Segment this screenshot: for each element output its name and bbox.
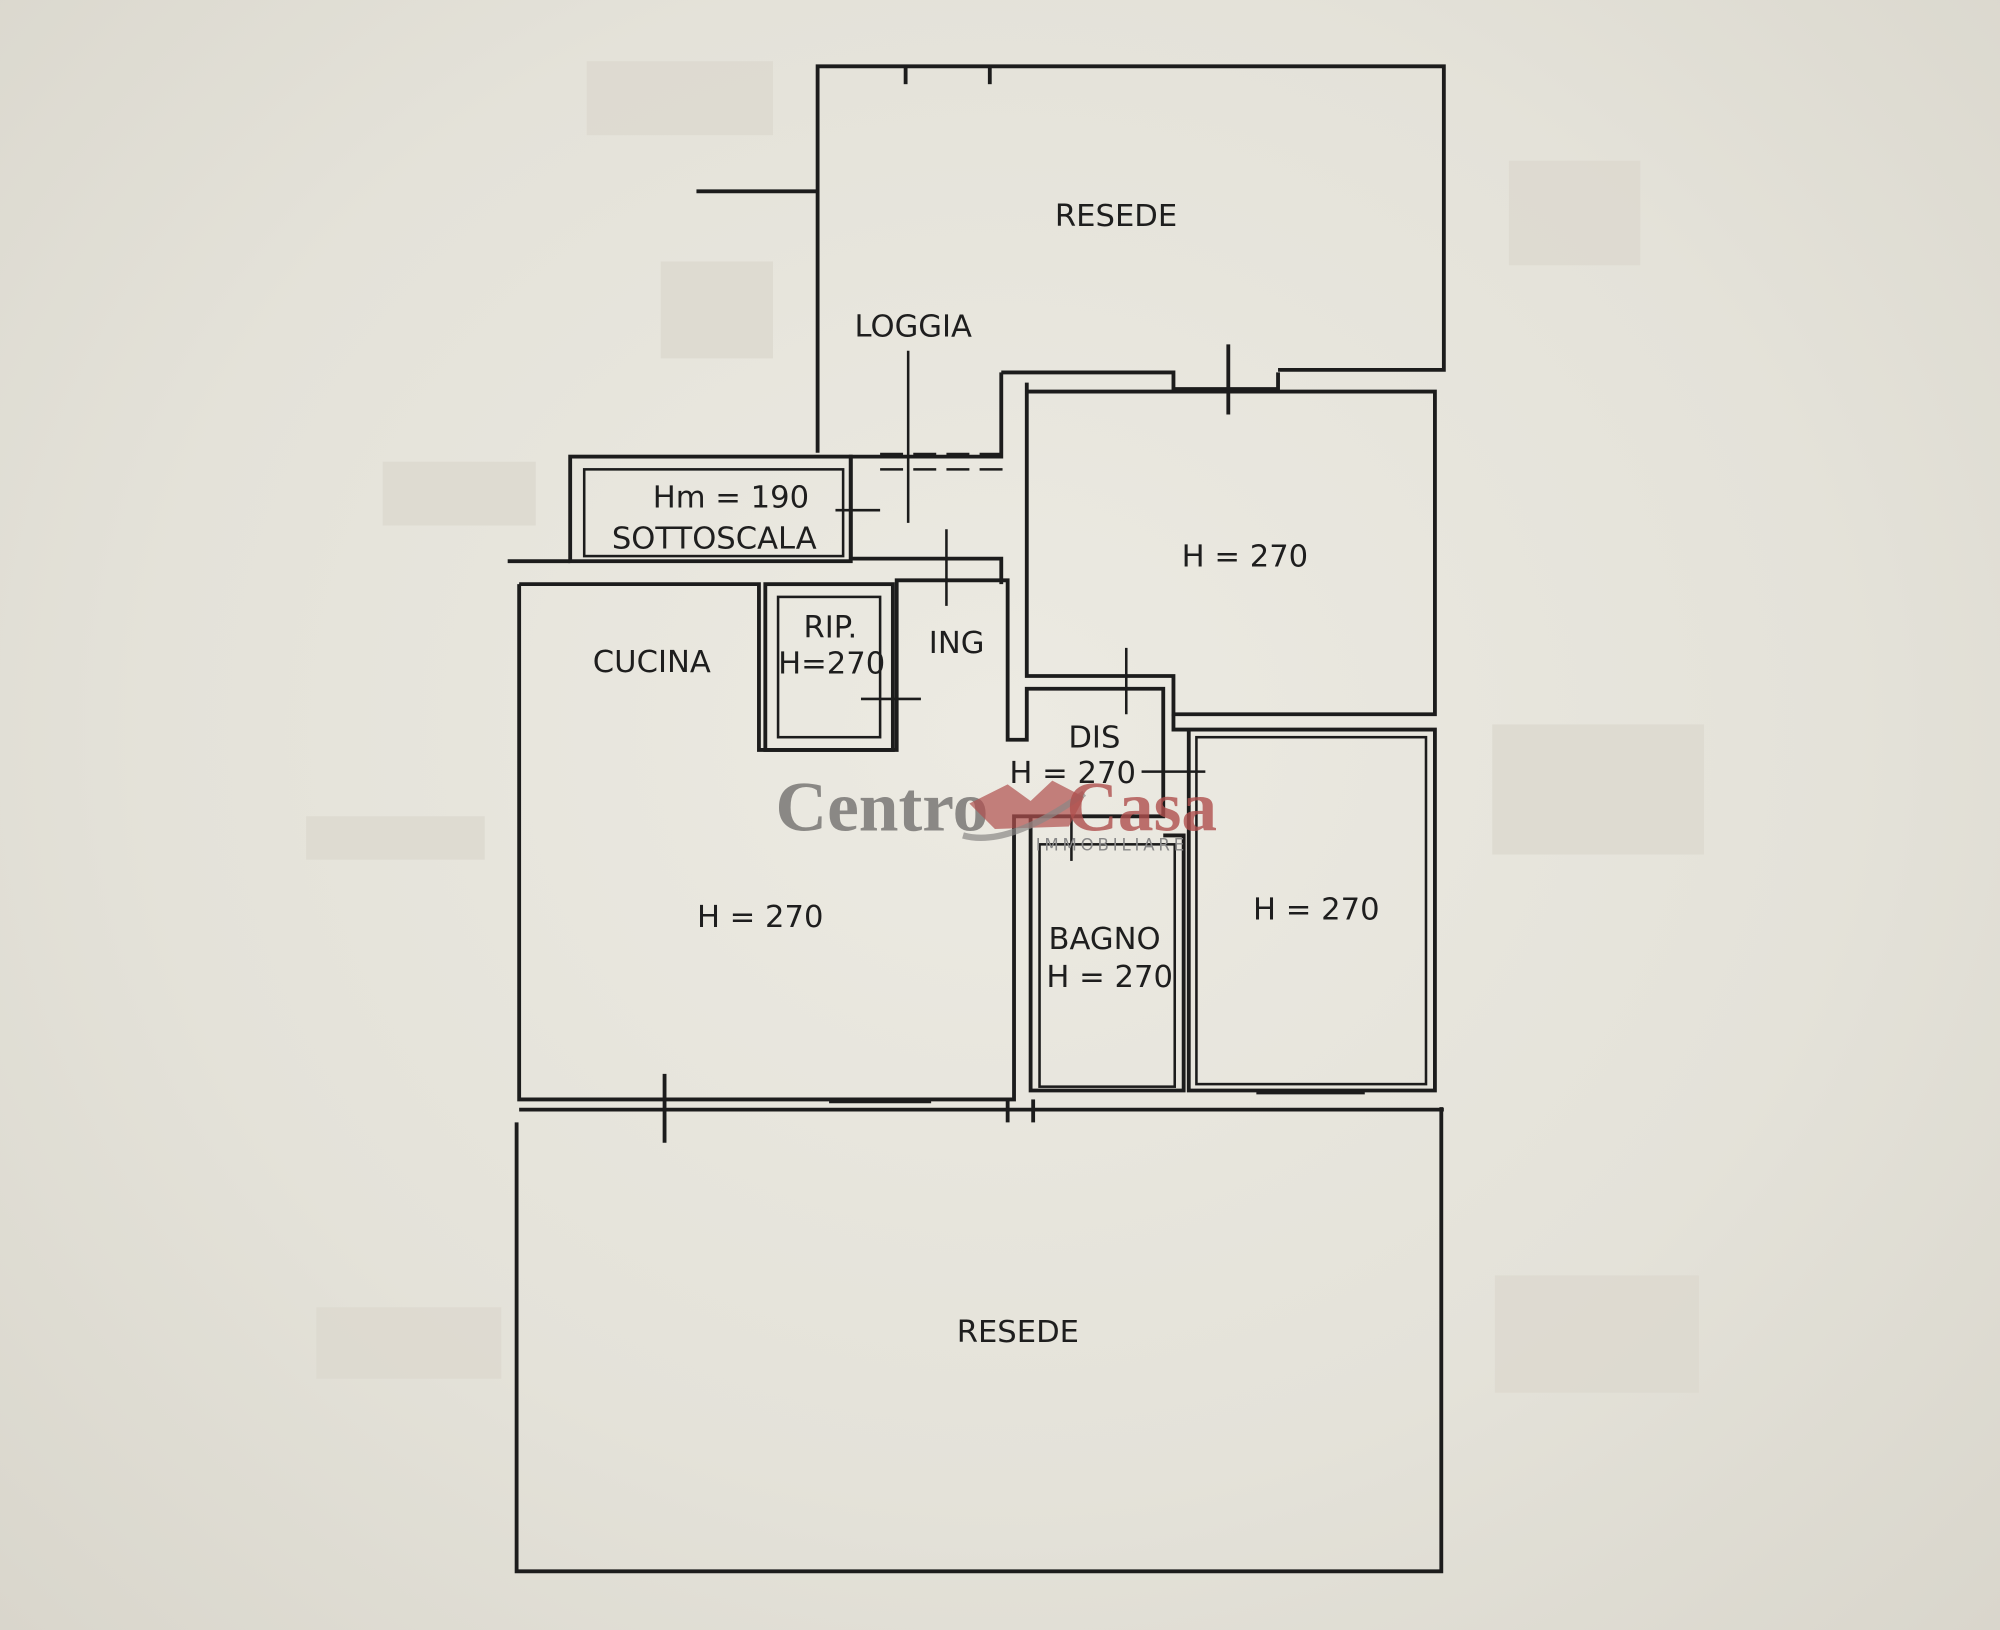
label-loggia: LOGGIA xyxy=(855,310,973,345)
label-rip-height: H=270 xyxy=(778,646,885,681)
room-labels: RESEDE LOGGIA Hm = 190 SOTTOSCALA H = 27… xyxy=(593,199,1380,1350)
label-cucina-height: H = 270 xyxy=(697,900,824,935)
label-bedroom1-height: H = 270 xyxy=(1182,539,1309,574)
watermark-logo: Centro Casa IMMOBILIARE xyxy=(776,767,1218,854)
watermark-subtitle: IMMOBILIARE xyxy=(1036,836,1188,855)
label-cucina: CUCINA xyxy=(593,645,711,680)
label-bedroom2-height: H = 270 xyxy=(1253,893,1380,928)
blurred-patches xyxy=(306,61,1705,1393)
label-bagno: BAGNO xyxy=(1049,922,1161,957)
watermark-word-casa: Casa xyxy=(1066,767,1217,846)
house-swoosh-icon xyxy=(969,780,1085,830)
label-bagno-height: H = 270 xyxy=(1046,960,1173,995)
label-resede-top: RESEDE xyxy=(1055,199,1177,234)
label-rip: RIP. xyxy=(804,611,858,646)
walls xyxy=(507,64,1446,1574)
label-sottoscala-height: Hm = 190 xyxy=(653,481,809,516)
label-dis: DIS xyxy=(1068,720,1120,755)
watermark-word-centro: Centro xyxy=(776,767,989,846)
label-dis-height: H = 270 xyxy=(1009,756,1136,791)
label-sottoscala: SOTTOSCALA xyxy=(612,521,817,556)
label-ing: ING xyxy=(929,626,985,661)
label-resede-bottom: RESEDE xyxy=(957,1315,1079,1350)
